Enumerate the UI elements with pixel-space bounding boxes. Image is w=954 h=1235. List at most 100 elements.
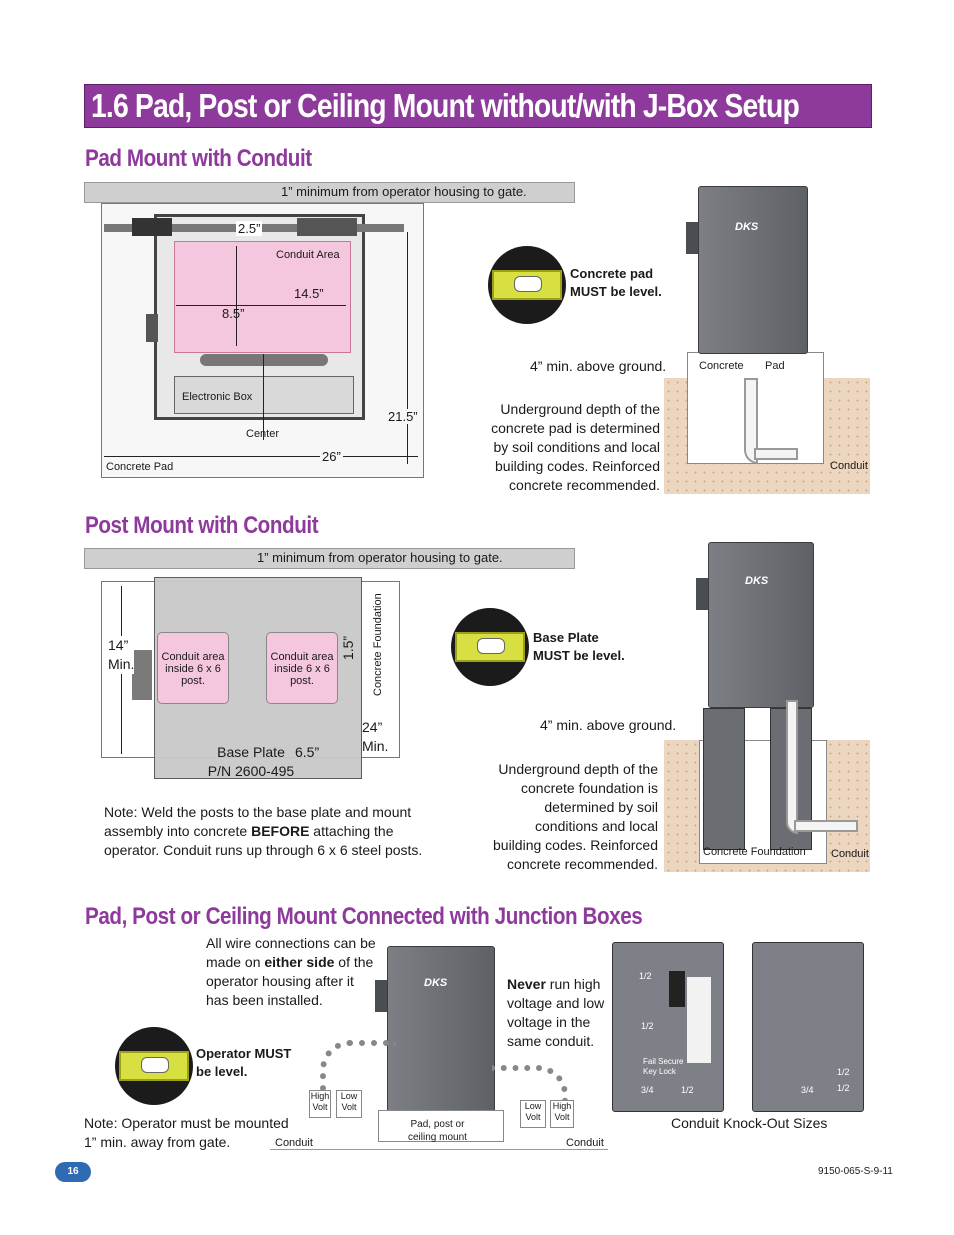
level-note-post: Base Plate MUST be level.	[533, 629, 625, 665]
section-title-pad: Pad Mount with Conduit	[85, 145, 312, 172]
dim-26: 26”	[320, 449, 343, 464]
label-sticker	[687, 977, 711, 1063]
dim-2-5: 2.5”	[236, 221, 263, 236]
side-tab	[146, 314, 158, 342]
depth-pad-4: building codes. Reinforced	[495, 458, 660, 474]
dim-14-val: 14”	[108, 637, 129, 653]
depth-pad-5: concrete recommended.	[509, 477, 660, 493]
dim-1-5: 1.5”	[340, 635, 357, 661]
wire-note-3: operator housing after it	[206, 973, 354, 989]
center-line	[263, 354, 264, 440]
fail-secure-1: Fail Secure	[643, 1057, 684, 1066]
electronic-box-label: Electronic Box	[182, 391, 253, 403]
rail-clamp-right	[297, 218, 357, 236]
rail-clamp-left	[132, 218, 172, 236]
level-note-post-1: Base Plate	[533, 630, 599, 645]
post-side-tab	[132, 650, 152, 700]
depth-pad-1: Underground depth of the	[500, 401, 660, 417]
electronic-box	[174, 376, 354, 414]
section-title-jbox: Pad, Post or Ceiling Mount Connected wit…	[85, 903, 643, 930]
level-icon-pad	[488, 246, 566, 324]
dim-line-h	[176, 305, 346, 306]
level-icon-post	[451, 608, 529, 686]
page-number: 16	[55, 1162, 91, 1182]
jbox-conduit-right: Conduit	[566, 1137, 604, 1149]
pad-top-view: Conduit Area 2.5” 14.5” 8.5” Electronic …	[101, 203, 424, 478]
pad-conduit-pipe-h	[754, 448, 798, 460]
ko-3-4-b: 3/4	[801, 1085, 814, 1095]
level-note-pad: Concrete pad MUST be level.	[570, 265, 662, 301]
dim-24: 24” Min.	[362, 718, 388, 756]
never-note-4: same conduit.	[507, 1033, 595, 1049]
jbox-high-volt-right: High Volt	[550, 1100, 574, 1128]
never-note-2: voltage and low	[507, 995, 605, 1011]
gate-bar-pad: 1” minimum from operator housing to gate…	[84, 182, 575, 203]
level-note-pad-2: MUST be level.	[570, 284, 662, 299]
flex-conduit-left	[320, 1040, 396, 1096]
post-left-3: post.	[181, 675, 205, 687]
operator-pad: DKS	[698, 186, 808, 354]
depth-post-5: building codes. Reinforced	[493, 837, 658, 853]
pad-label-pad: Pad	[765, 360, 785, 372]
dim-26-line	[104, 456, 418, 457]
flex-conduit-right	[492, 1065, 568, 1101]
dim-21-5-line	[407, 232, 408, 464]
depth-post-4: conditions and local	[535, 818, 658, 834]
jbox-pad	[378, 1110, 504, 1142]
logo-jbox: DKS	[424, 977, 448, 989]
concrete-foundation-vertical: Concrete Foundation	[372, 593, 384, 696]
level-note-op-2: be level.	[196, 1064, 248, 1079]
jbox-conduit-left: Conduit	[275, 1137, 313, 1149]
operator-post-side	[696, 578, 708, 610]
level-note-op-1: Operator MUST	[196, 1046, 292, 1061]
ko-half-1: 1/2	[639, 971, 652, 981]
post-right-2: inside 6 x 6	[274, 663, 330, 675]
post-note-2c: attaching the	[309, 823, 394, 839]
depth-post-3: determined by soil	[544, 799, 658, 815]
dim-6-5: 6.5”	[295, 744, 320, 760]
jbox-pad-label-2: ceiling mount	[408, 1132, 467, 1143]
post-right-1: Conduit area	[270, 651, 334, 663]
never-note-a: Never	[507, 976, 546, 992]
knockout-back: 1/2 3/4 1/2	[752, 942, 864, 1112]
wire-note: All wire connections can be made on eith…	[206, 934, 376, 1010]
lv-right-2: Volt	[525, 1112, 541, 1122]
ko-half-5: 1/2	[837, 1083, 850, 1093]
post-note-3: operator. Conduit runs up through 6 x 6 …	[104, 842, 423, 858]
depth-post-6: concrete recommended.	[507, 856, 658, 872]
never-note-3: voltage in the	[507, 1014, 591, 1030]
post-right-3: post.	[290, 675, 314, 687]
keypad	[669, 971, 685, 1007]
post-conduit-pipe-h	[794, 820, 858, 832]
hv-right-1: High	[552, 1101, 572, 1111]
hv-left-1: High	[310, 1091, 330, 1101]
ko-half-2: 1/2	[641, 1021, 654, 1031]
conduit-area	[174, 241, 351, 353]
lv-right-1: Low	[524, 1101, 542, 1111]
fail-secure-2: Key Lock	[643, 1067, 676, 1076]
knockout-caption: Conduit Knock-Out Sizes	[671, 1115, 828, 1131]
mount-note-2: 1” min. away from gate.	[84, 1134, 231, 1150]
logo-post: DKS	[745, 575, 769, 587]
knockout-front: 1/2 1/2 Fail Secure Key Lock 3/4 1/2	[612, 942, 724, 1112]
section-title-post: Post Mount with Conduit	[85, 512, 319, 539]
dim-line-v	[236, 246, 237, 346]
operator-post: DKS	[708, 542, 814, 708]
conduit-post-left: Conduit area inside 6 x 6 post.	[157, 632, 229, 704]
post-conduit-label: Conduit	[831, 848, 869, 860]
gate-note-post: 1” minimum from operator housing to gate…	[257, 550, 503, 565]
dim-14: 14” Min.	[108, 636, 135, 674]
jbox-pad-label: Pad, post or ceiling mount	[408, 1118, 467, 1144]
center-label: Center	[246, 428, 280, 440]
post-foundation-label: Concrete Foundation	[703, 846, 806, 858]
post-note-2b: BEFORE	[251, 823, 310, 839]
base-plate-pn: P/N 2600-495	[207, 763, 295, 779]
wire-note-2b: either side	[264, 954, 335, 970]
jbox-pad-label-1: Pad, post or	[410, 1119, 465, 1130]
level-note-operator: Operator MUST be level.	[196, 1045, 291, 1081]
wire-note-2a: made on	[206, 954, 265, 970]
lv-left-1: Low	[340, 1091, 358, 1101]
mount-note-1: Note: Operator must be mounted	[84, 1115, 289, 1131]
base-plate-label: Base Plate P/N 2600-495	[206, 743, 296, 781]
operator-pad-side	[686, 222, 698, 254]
